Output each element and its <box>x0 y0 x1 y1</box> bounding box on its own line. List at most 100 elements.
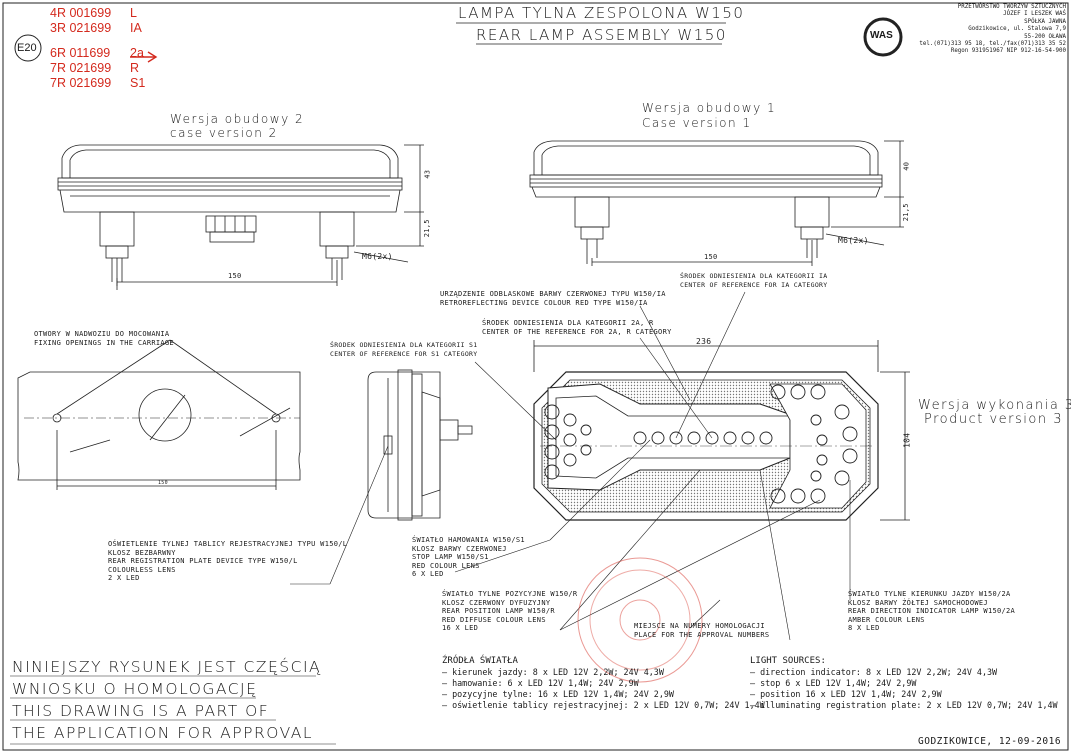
product-dim-width: 236 <box>696 337 712 346</box>
callout-s1-reference: ŚRODEK ODNIESIENIA DLA KATEGORII S1 CENT… <box>330 341 477 358</box>
light-source-item: – oświetlenie tablicy rejestracyjnej: 2 … <box>442 700 765 710</box>
company-line: PRZETWÓRSTWO TWORZYW SZTUCZNYCH <box>957 4 1066 10</box>
case1-label-pl: Wersja obudowy 1 <box>642 101 777 115</box>
light-source-item: – pozycyjne tylne: 16 x LED 12V 1,4W; 24… <box>442 689 674 699</box>
approval-notice: NINIEJSZY RYSUNEK JEST CZĘŚCIĄ WNIOSKU O… <box>12 656 321 744</box>
light-source-text: position 16 x LED 12V 1,4W; 24V 2,9W <box>760 689 942 699</box>
company-stamp <box>577 557 703 683</box>
callout-line: CENTER OF REFERENCE FOR S1 CATEGORY <box>330 349 478 358</box>
light-source-item: – direction indicator: 8 x LED 12V 2,2W;… <box>750 667 998 677</box>
callout-line: MIEJSCE NA NUMERY HOMOLOGACJI <box>634 622 765 630</box>
callout-line: CENTER OF THE REFERENCE FOR 2a, R CATEGO… <box>482 327 672 336</box>
callout-line: 8 x LED <box>848 624 880 632</box>
light-source-item: – position 16 x LED 12V 1,4W; 24V 2,9W <box>750 689 942 699</box>
callout-line: ŚWIATŁO TYLNE POZYCYJNE W150/R <box>442 590 578 598</box>
approval-row: 6R 011699 2a <box>50 46 170 61</box>
company-logo-circle <box>863 17 903 57</box>
led-array <box>544 384 858 504</box>
case1-dim-height: 40 <box>902 161 911 171</box>
approval-code: 6R 011699 <box>50 46 111 60</box>
callout-stop-lamp: ŚWIATŁO HAMOWANIA W150/S1 KLOSZ BARWY CZ… <box>412 536 525 579</box>
case1-dim-width: 150 <box>704 253 718 261</box>
approval-row: 7R 021699 R <box>50 61 170 76</box>
approval-category: R <box>130 61 140 75</box>
company-line: JÓZEF I LESZEK WAŚ <box>1003 11 1066 18</box>
approval-code: 7R 021699 <box>50 76 112 90</box>
case1-dim-height2: 21,5 <box>901 203 910 222</box>
callout-r-reference: ŚRODEK ODNIESIENIA DLA KATEGORII 2a, R C… <box>482 319 672 336</box>
case1-label-en: Case version 1 <box>642 116 752 130</box>
light-source-text: oświetlenie tablicy rejestracyjnej: 2 x … <box>452 700 765 710</box>
light-source-item: – stop 6 x LED 12V 1,4W; 24V 2,9W <box>750 678 917 688</box>
light-source-text: stop 6 x LED 12V 1,4W; 24V 2,9W <box>760 678 917 688</box>
light-source-text: hamowanie: 6 x LED 12V 1,4W; 24V 2,9W <box>452 678 639 688</box>
case2-label-pl: Wersja obudowy 2 <box>170 112 305 126</box>
callout-line: KLOSZ BARWY ŻÓŁTEJ SAMOCHODOWEJ <box>848 598 988 607</box>
callout-approval-place: MIEJSCE NA NUMERY HOMOLOGACJI PLACE FOR … <box>634 622 769 639</box>
approval-code: 7R 021699 <box>50 61 112 75</box>
approval-code: 4R 001699 <box>50 6 112 20</box>
callout-line: RETROREFLECTING DEVICE COLOUR RED TYPE W… <box>440 298 648 307</box>
callout-line: ŚWIATŁO TYLNE KIERUNKU JAZDY W150/2a <box>848 590 1011 598</box>
approval-category: S1 <box>130 76 146 90</box>
company-line: Regon 931951967 NIP 912-16-54-900 <box>950 48 1066 55</box>
callout-position-lamp: ŚWIATŁO TYLNE POZYCYJNE W150/R KLOSZ CZE… <box>442 590 577 633</box>
approval-arrow <box>130 51 158 63</box>
company-line: Godzikowice, ul. Stalowa 7,9 <box>968 26 1066 33</box>
callout-line: REAR REGISTRATION PLATE DEVICE TYPE W150… <box>108 557 298 565</box>
emark-label: E20 <box>17 42 37 54</box>
company-logo: WAS <box>870 30 893 41</box>
light-source-text: pozycyjne tylne: 16 x LED 12V 1,4W; 24V … <box>452 689 674 699</box>
callout-line: 16 x LED <box>442 624 479 632</box>
approval-code: 3R 021699 <box>50 21 112 35</box>
approval-category: L <box>130 6 137 20</box>
callout-leader-lines <box>290 291 851 641</box>
fixing-label: OTWORY W NADWOZIU DO MOCOWANIA FIXING OP… <box>34 330 174 347</box>
case2-dim-width: 150 <box>228 272 242 280</box>
notice-line: WNIOSKU O HOMOLOGACJĘ <box>12 680 258 698</box>
callout-line: URZĄDZENIE ODBLASKOWE BARWY CZERWONEJ TY… <box>440 290 666 298</box>
fixing-openings-drawing <box>17 339 301 490</box>
case1-thread: M6(2x) <box>838 236 869 245</box>
product-version-pl: Wersja wykonania 3 <box>918 398 1071 413</box>
callout-line: KLOSZ BARWY CZERWONEJ <box>412 544 507 553</box>
case2-thread: M6(2x) <box>362 252 393 261</box>
callout-line: KLOSZ CZERWONY DYFUZYJNY <box>442 598 551 607</box>
callout-retroreflector: URZĄDZENIE ODBLASKOWE BARWY CZERWONEJ TY… <box>440 290 666 307</box>
callout-line: REAR POSITION LAMP W150/R <box>442 607 555 615</box>
light-sources-pl: ŹRÓDŁA ŚWIATŁA – kierunek jazdy: 8 x LED… <box>442 656 765 711</box>
callout-line: REAR DIRECTION INDICATOR LAMP W150/2a <box>848 607 1016 615</box>
fixing-label-en: FIXING OPENINGS IN THE CARRIAGE <box>34 338 174 347</box>
title-en: REAR LAMP ASSEMBLY W150 <box>476 26 727 44</box>
notice-line: THE APPLICATION FOR APPROVAL <box>12 724 313 742</box>
fixing-dim: 150 <box>158 480 168 486</box>
light-sources-en: LIGHT SOURCES: – direction indicator: 8 … <box>750 656 1058 711</box>
light-source-item: – hamowanie: 6 x LED 12V 1,4W; 24V 2,9W <box>442 678 639 688</box>
callout-indicator-lamp: ŚWIATŁO TYLNE KIERUNKU JAZDY W150/2a KLO… <box>848 590 1015 633</box>
callout-line: KLOSZ BEZBARWNY <box>108 548 176 557</box>
callout-line: COLOURLESS LENS <box>108 565 176 574</box>
callout-line: RED DIFFUSE COLOUR LENS <box>442 615 546 624</box>
light-sources-en-title: LIGHT SOURCES: <box>750 656 826 666</box>
case2-label-en: case version 2 <box>170 126 278 140</box>
light-source-text: kierunek jazdy: 8 x LED 12V 2,2W; 24V 4,… <box>452 667 664 677</box>
callout-line: CENTER OF REFERENCE FOR IA CATEGORY <box>680 280 828 289</box>
callout-line: OŚWIETLENIE TYLNEJ TABLICY REJESTRACYJNE… <box>108 540 348 548</box>
drawing-date: GODZIKOWICE, 12-09-2016 <box>918 736 1062 747</box>
light-source-text: direction indicator: 8 x LED 12V 2,2W; 2… <box>760 667 998 677</box>
approval-category: 2a <box>130 46 144 60</box>
light-source-item: – illuminating registration plate: 2 x L… <box>750 700 1058 710</box>
case-version-1-drawing <box>529 140 904 266</box>
company-info: PRZETWÓRSTWO TWORZYW SZTUCZNYCH JÓZEF I … <box>880 4 1066 56</box>
callout-line: 2 x LED <box>108 574 140 582</box>
callout-line: ŚWIATŁO HAMOWANIA W150/S1 <box>412 536 525 544</box>
callout-ia-reference: ŚRODEK ODNIESIENIA DLA KATEGORII IA CENT… <box>680 272 827 289</box>
approval-row: 4R 001699 L <box>50 6 170 21</box>
lamp-profile-drawing <box>367 369 473 521</box>
light-sources-pl-title: ŹRÓDŁA ŚWIATŁA <box>442 656 518 666</box>
callout-line: STOP LAMP W150/S1 <box>412 553 489 561</box>
